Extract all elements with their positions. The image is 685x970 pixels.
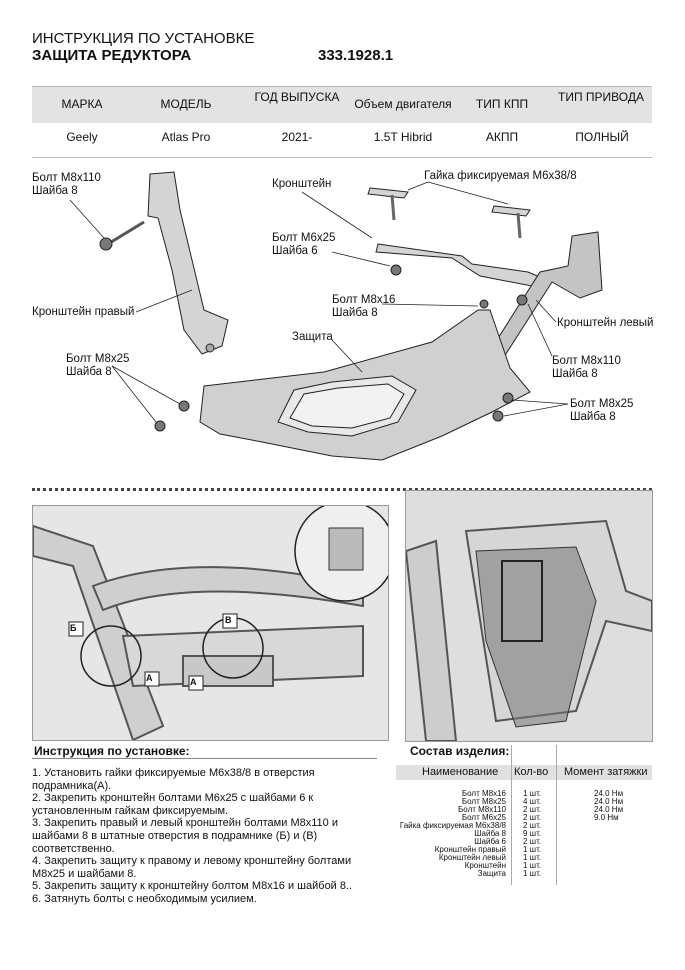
- instruction-line: М8х25 и шайбами 8.: [32, 867, 137, 880]
- spec-header-model: МОДЕЛЬ: [160, 97, 212, 111]
- instruction-line: шайбами 8 в штатные отверстия в подрамни…: [32, 829, 318, 842]
- label-washer-6: Шайба 6: [272, 245, 318, 257]
- composition-row-name: Болт М6х25: [461, 813, 506, 822]
- vehicle-spec-table: МАРКА МОДЕЛЬ ГОД ВЫПУСКА Объем двигателя…: [32, 86, 652, 158]
- spec-header-engine: Объем двигателя: [354, 97, 452, 111]
- spec-value-drive: ПОЛНЫЙ: [575, 130, 629, 144]
- composition-header-row: [396, 765, 652, 780]
- label-guard: Защита: [292, 331, 333, 343]
- composition-row-name: Кронштейн: [464, 861, 506, 870]
- label-bracket-right: Кронштейн правый: [32, 306, 135, 318]
- label-bolt-m8x25-left: Болт М8х25: [66, 353, 130, 365]
- label-bolt-m8x16: Болт М8х16: [332, 294, 396, 306]
- underbody-photo-subframe: [32, 505, 389, 741]
- label-washer-8-e: Шайба 8: [570, 411, 616, 423]
- instruction-line: соответственно.: [32, 842, 115, 855]
- spec-value-engine: 1.5T Hibrid: [373, 130, 433, 144]
- label-washer-8-d: Шайба 8: [66, 366, 112, 378]
- composition-row-name: Кронштейн правый: [434, 845, 506, 854]
- document-title: ИНСТРУКЦИЯ ПО УСТАНОВКЕ: [32, 30, 255, 47]
- label-bolt-m8x110-left: Болт М8х110: [32, 172, 101, 184]
- composition-row-qty: 1 шт.: [523, 853, 542, 862]
- composition-row-qty: 2 шт.: [523, 813, 542, 822]
- instruction-line: 1. Установить гайки фиксируемые М6х38/8 …: [32, 767, 315, 779]
- bolt-m6x25-part: [390, 264, 402, 276]
- composition-row-qty: 1 шт.: [523, 869, 542, 878]
- label-fixing-nut: Гайка фиксируемая М6х38/8: [424, 170, 577, 182]
- label-bolt-m8x110-right: Болт М8х110: [552, 355, 621, 367]
- bracket-part: [375, 243, 543, 287]
- fixing-nut-parts: [367, 187, 531, 239]
- instruction-line: 3. Закрепить правый и левый кронштейн бо…: [32, 817, 338, 830]
- spec-table-header-row: [32, 87, 652, 123]
- composition-row-qty: 4 шт.: [523, 797, 542, 806]
- composition-row-name: Болт М8х110: [458, 805, 506, 814]
- bolt-m8x16-part: [479, 299, 489, 309]
- composition-row-name: Шайба 6: [474, 837, 506, 846]
- composition-table: Наименование Кол-во Момент затяжки Болт …: [396, 745, 652, 891]
- bolt-m8x25-left-parts: [154, 400, 190, 432]
- composition-row-qty: 2 шт.: [523, 805, 542, 814]
- right-bracket-part: [147, 171, 229, 355]
- installed-guard-illustration: [406, 491, 652, 741]
- composition-row-qty: 2 шт.: [523, 837, 542, 846]
- spec-value-brand: Geely: [66, 130, 98, 144]
- bolt-m8x110-right-part: [516, 294, 528, 306]
- spec-value-year: 2021-: [281, 130, 313, 144]
- subframe-illustration: [33, 506, 388, 740]
- composition-row-qty: 9 шт.: [523, 829, 542, 838]
- bolt-m8x25-right-parts: [492, 392, 514, 422]
- spec-header-drive: ТИП ПРИВОДА: [558, 90, 644, 104]
- instruction-line: подрамника(А).: [32, 779, 112, 792]
- label-washer-8-a: Шайба 8: [32, 185, 78, 197]
- composition-row-name: Кронштейн левый: [438, 853, 506, 862]
- composition-row-name: Шайба 8: [474, 829, 506, 838]
- composition-row-name: Гайка фиксируемая М6х38/8: [399, 821, 506, 830]
- composition-row-qty: 1 шт.: [523, 789, 542, 798]
- marker-a-1: А: [146, 673, 153, 683]
- composition-header-qty: Кол-во: [514, 766, 549, 778]
- left-bracket-part: [487, 231, 603, 361]
- composition-row-name: Болт М8х25: [461, 797, 506, 806]
- exploded-assembly-diagram: [69, 171, 603, 461]
- marker-v: В: [225, 615, 232, 625]
- composition-row-qty: 2 шт.: [523, 821, 542, 830]
- instruction-line: установленным гайкам фиксируемым.: [32, 804, 229, 817]
- composition-title: Состав изделия:: [410, 744, 510, 758]
- label-washer-8-c: Шайба 8: [552, 368, 598, 380]
- instruction-line: 2. Закрепить кронштейн болтами М6х25 с ш…: [32, 792, 314, 805]
- composition-row-torque: 24.0 Нм: [594, 789, 624, 798]
- instructions-title: Инструкция по установке:: [34, 744, 190, 758]
- label-bolt-m6x25: Болт М6х25: [272, 232, 336, 244]
- underbody-photo-installed-guard: [405, 490, 653, 742]
- spec-header-year: ГОД ВЫПУСКА: [254, 90, 340, 104]
- section-divider: [32, 488, 652, 491]
- composition-row-torque: 24.0 Нм: [594, 805, 624, 814]
- composition-row-qty: 1 шт.: [523, 845, 542, 854]
- label-bracket: Кронштейн: [272, 178, 332, 190]
- instruction-line: 6. Затянуть болты с необходимым усилием.: [32, 892, 257, 905]
- marker-b: Б: [70, 623, 77, 633]
- composition-row-qty: 1 шт.: [523, 861, 542, 870]
- spec-header-gearbox: ТИП КПП: [475, 97, 529, 111]
- composition-row-torque: 24.0 Нм: [594, 797, 624, 806]
- label-bracket-left: Кронштейн левый: [557, 317, 654, 329]
- composition-header-name: Наименование: [422, 766, 499, 778]
- instruction-line: 5. Закрепить защиту к кронштейну болтом …: [32, 880, 353, 893]
- label-washer-8-b: Шайба 8: [332, 307, 378, 319]
- composition-header-torque: Момент затяжки: [564, 766, 648, 778]
- instructions-list: 1. Установить гайки фиксируемые М6х38/8 …: [32, 758, 377, 906]
- marker-a-2: А: [190, 677, 197, 687]
- instruction-line: 4. Закрепить защиту к правому и левому к…: [32, 855, 352, 868]
- composition-row-name: Болт М8х16: [461, 789, 506, 798]
- bolt-m8x110-left-part: [99, 220, 145, 251]
- label-bolt-m8x25-right: Болт М8х25: [570, 398, 634, 410]
- product-code: 333.1928.1: [318, 47, 394, 64]
- composition-row-torque: 9.0 Нм: [594, 813, 619, 822]
- spec-value-model: Atlas Pro: [161, 130, 211, 144]
- composition-row-name: Защита: [477, 869, 506, 878]
- product-name: ЗАЩИТА РЕДУКТОРА: [32, 47, 192, 64]
- spec-value-gearbox: АКПП: [485, 130, 519, 144]
- spec-header-brand: МАРКА: [61, 97, 103, 111]
